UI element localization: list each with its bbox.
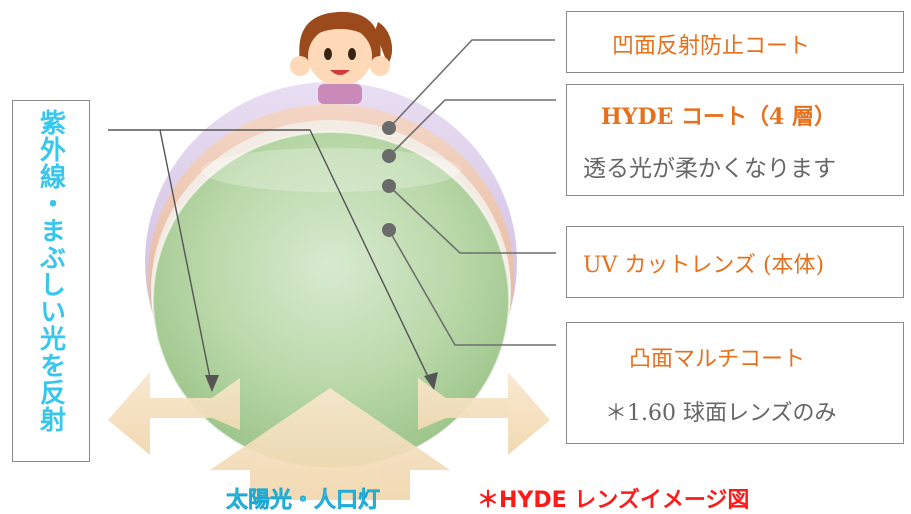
uv-lens-label: UV カットレンズ (本体) xyxy=(583,253,825,278)
arrow-center-up xyxy=(210,388,450,500)
hyde-coat-title: HYDE コート（4 層） xyxy=(601,104,836,130)
hyde-coat-desc: 透る光が柔かくなります xyxy=(583,156,836,182)
light-path-lines xyxy=(108,129,433,389)
callout-dot-icon xyxy=(382,223,396,237)
callout-dot-icon xyxy=(382,179,396,193)
concave-coat-label: 凹面反射防止コート xyxy=(612,34,811,59)
leader-lines xyxy=(388,39,556,346)
uv-reflect-label-box: 紫外線・まぶしい光を反射 xyxy=(12,100,90,462)
uv-reflect-label: 紫外線・まぶしい光を反射 xyxy=(35,109,66,433)
callout-dot-icon xyxy=(382,121,396,135)
arrow-left-reflect xyxy=(108,372,240,455)
girl-mascot-icon xyxy=(290,11,393,104)
callout-convex-coat: 凸面マルチコート ＊1.60 球面レンズのみ xyxy=(566,322,904,444)
diagram-caption: ＊HYDE レンズイメージ図 xyxy=(477,488,750,513)
light-arrows xyxy=(108,372,550,500)
light-source-label: 太陽光・人口灯 xyxy=(226,488,381,514)
callout-dot-icon xyxy=(382,149,396,163)
callout-uv-lens: UV カットレンズ (本体) xyxy=(566,226,904,298)
arrow-right-reflect xyxy=(418,372,550,455)
convex-coat-note: ＊1.60 球面レンズのみ xyxy=(605,401,837,426)
callout-hyde-coat: HYDE コート（4 層） 透る光が柔かくなります xyxy=(566,84,904,196)
callout-concave-coat: 凹面反射防止コート xyxy=(566,11,904,73)
convex-coat-label: 凸面マルチコート xyxy=(629,347,806,372)
lens-body xyxy=(145,82,517,469)
light-path-arrowheads xyxy=(205,372,438,392)
callout-dots xyxy=(382,121,396,237)
